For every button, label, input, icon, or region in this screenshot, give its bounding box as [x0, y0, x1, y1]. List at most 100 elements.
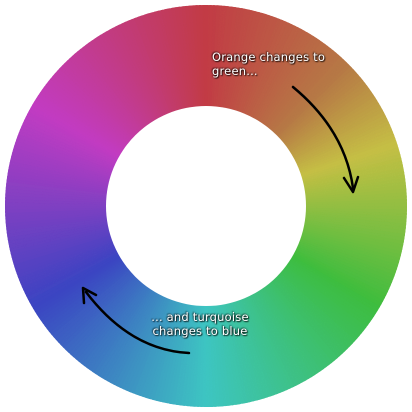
ring-segment: [258, 287, 319, 376]
ring-segment: [294, 121, 391, 168]
ring-segment: [171, 7, 192, 110]
ring-segment: [6, 218, 110, 238]
ring-segment: [278, 71, 360, 143]
ring-segment: [34, 257, 124, 316]
ring-segment: [302, 167, 405, 190]
ring-segment: [264, 283, 330, 368]
ring-segment: [56, 67, 136, 141]
ring-segment: [130, 17, 172, 116]
ring-segment: [164, 8, 189, 111]
ring-segment: [303, 191, 407, 202]
ring-segment: [278, 270, 358, 343]
ring-segment: [85, 42, 150, 128]
ring-segment: [22, 246, 118, 295]
ring-segment: [79, 46, 147, 130]
ring-segment: [5, 210, 109, 221]
ring-segment: [283, 263, 369, 329]
ring-segment: [68, 55, 142, 135]
ring-segment: [279, 268, 360, 340]
ring-segment: [44, 264, 129, 330]
ring-segment: [263, 43, 329, 129]
ring-segment: [262, 41, 326, 128]
ring-segment: [7, 222, 110, 245]
ring-segment: [15, 236, 114, 275]
ring-segment: [295, 124, 392, 169]
ring-segment: [83, 283, 149, 369]
ring-segment: [300, 153, 402, 184]
ring-segment: [223, 301, 248, 404]
ring-segment: [266, 47, 335, 131]
ring-segment: [301, 160, 404, 187]
ring-segment: [301, 157, 403, 185]
ring-segment: [225, 301, 252, 404]
ring-segment: [202, 5, 209, 109]
ring-segment: [303, 184, 407, 199]
ring-segment: [301, 164, 404, 189]
ring-segment: [87, 40, 151, 127]
ring-segment: [300, 150, 401, 182]
ring-segment: [289, 99, 380, 157]
ring-segment: [275, 63, 353, 139]
ring-segment: [227, 301, 255, 403]
ring-segment: [71, 52, 143, 134]
ring-segment: [272, 276, 346, 355]
ring-segment: [10, 228, 112, 259]
ring-segment: [280, 267, 363, 337]
ring-segment: [257, 288, 316, 378]
ring-segment: [302, 171, 405, 192]
ring-segment: [93, 36, 154, 125]
ring-segment: [184, 5, 199, 109]
ring-segment: [269, 278, 341, 360]
ring-segment: [281, 266, 365, 335]
ring-segment: [58, 64, 137, 140]
ring-segment: [249, 292, 301, 387]
ring-segment: [255, 289, 313, 380]
ring-segment: [18, 241, 116, 285]
ring-segment: [254, 290, 310, 382]
ring-segment: [147, 12, 180, 113]
ring-segment: [211, 303, 224, 407]
ring-segment: [7, 220, 110, 241]
ring-segment: [54, 69, 134, 142]
ring-segment: [286, 90, 374, 153]
ring-segment: [248, 293, 298, 388]
ring-segment: [74, 50, 144, 133]
ring-segment: [46, 265, 130, 333]
ring-segment: [121, 21, 168, 118]
ring-segment: [276, 271, 356, 345]
ring-segment: [291, 108, 385, 161]
ring-segment: [222, 302, 245, 405]
ring-segment: [290, 105, 383, 160]
ring-segment: [236, 298, 275, 397]
ring-segment: [299, 147, 400, 180]
ring-segment: [292, 111, 387, 163]
ring-segment: [262, 284, 327, 370]
ring-segment: [133, 16, 174, 115]
ring-segment: [48, 266, 131, 336]
ring-segment: [246, 294, 295, 390]
ring-segment: [296, 130, 395, 172]
ring-segment: [90, 38, 153, 126]
ring-segment: [5, 215, 109, 231]
ring-segment: [264, 45, 332, 130]
ring-segment: [281, 76, 364, 146]
ring-segment: [279, 74, 362, 144]
ring-segment: [216, 303, 234, 406]
ring-segment: [14, 235, 114, 272]
ring-segment: [108, 27, 161, 121]
ring-segment: [215, 303, 231, 407]
ring-segment: [52, 269, 134, 341]
ring-segment: [160, 8, 187, 111]
ring-segment: [230, 300, 262, 401]
ring-segment: [191, 5, 202, 109]
ring-segment: [277, 68, 357, 142]
annotation-orange-to-green: Orange changes to green...: [212, 50, 326, 78]
ring-segment: [61, 62, 138, 138]
ring-segment: [297, 133, 396, 174]
ring-segment: [210, 303, 221, 407]
ring-segment: [174, 6, 194, 110]
ring-segment: [265, 282, 333, 366]
ring-segment: [259, 286, 322, 374]
ring-segment: [24, 248, 119, 298]
